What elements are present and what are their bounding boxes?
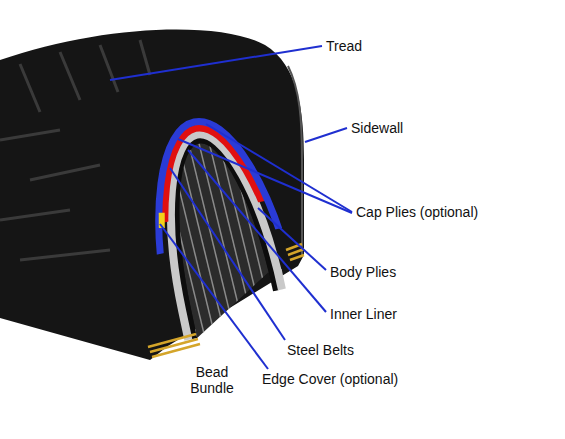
part-label: Cap Plies (optional) — [356, 204, 478, 220]
leader-line — [178, 139, 352, 213]
part-label: Bead Bundle — [180, 364, 244, 396]
leader-line — [258, 208, 326, 270]
part-label: Edge Cover (optional) — [262, 371, 398, 387]
leader-lines — [110, 46, 352, 369]
part-label: Tread — [326, 38, 362, 54]
part-label: Inner Liner — [330, 306, 397, 322]
tread-grooves — [0, 40, 150, 260]
cap-plies-layer — [132, 109, 301, 267]
leader-line — [110, 46, 322, 80]
leader-line — [188, 150, 326, 312]
leader-line — [305, 128, 347, 142]
part-label: Steel Belts — [287, 342, 354, 358]
leader-line — [206, 124, 352, 212]
tire-cross-section — [132, 109, 303, 353]
bead-bundle-left — [148, 334, 200, 357]
part-label: Body Plies — [330, 264, 396, 280]
tire-body — [0, 29, 304, 360]
sidewall-edge — [288, 66, 302, 255]
leader-line — [160, 224, 268, 369]
part-label: Sidewall — [351, 120, 403, 136]
